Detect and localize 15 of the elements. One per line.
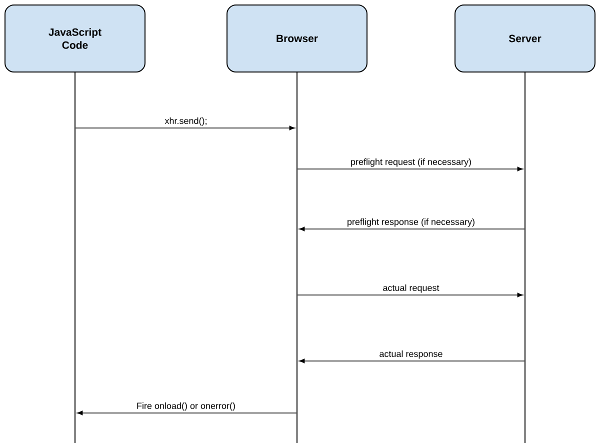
arrow [297,166,523,172]
edge-label: xhr.send(); [164,117,206,126]
arrow [297,292,523,298]
edge-label: preflight response (if necessary) [348,218,474,227]
participant-box: JavaScript Code [4,4,146,72]
edge-label: Fire onload() or onerror() [137,402,235,411]
edge-label: actual response [380,350,442,359]
edge-label: actual request [383,284,440,293]
arrow [299,358,525,364]
arrow [77,410,297,416]
arrow [75,126,295,130]
arrow [299,226,525,232]
participant-box: Server [454,4,596,72]
edge-label: preflight request (if necessary) [351,158,471,167]
participant-box: Browser [226,4,368,72]
